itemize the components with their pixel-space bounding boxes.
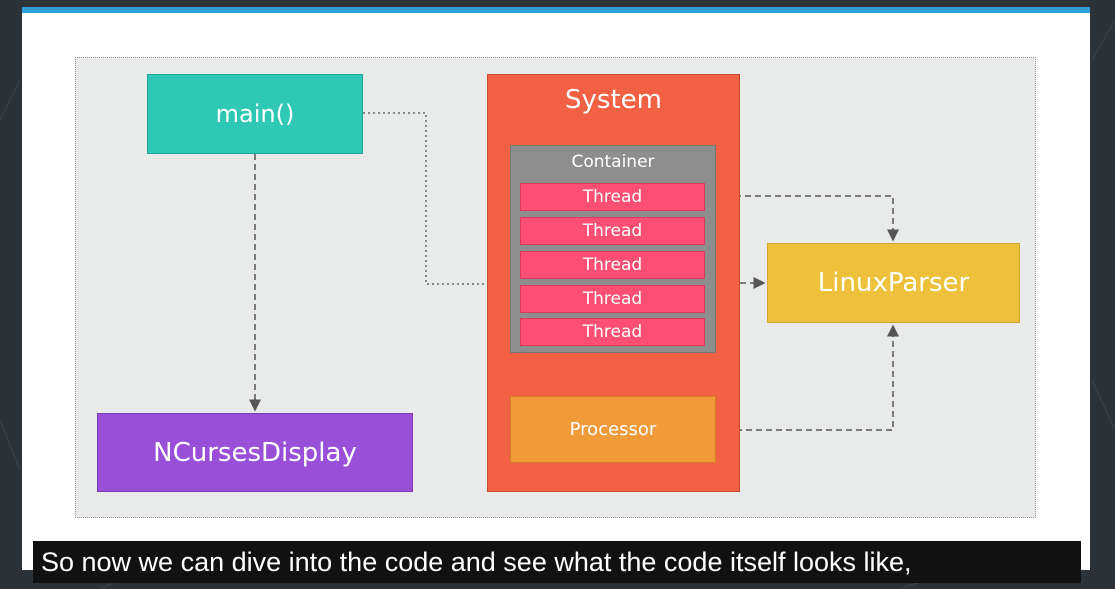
main-box: main() bbox=[147, 74, 363, 154]
thread-label: Thread bbox=[582, 221, 643, 241]
main-label: main() bbox=[215, 100, 295, 128]
thread-box: Thread bbox=[520, 251, 705, 279]
processor-box: Processor bbox=[510, 396, 716, 463]
ncurses-display-box: NCursesDisplay bbox=[97, 413, 413, 492]
thread-label: Thread bbox=[582, 255, 643, 275]
ncurses-label: NCursesDisplay bbox=[153, 437, 357, 468]
thread-label: Thread bbox=[582, 187, 643, 207]
linux-parser-label: LinuxParser bbox=[817, 268, 970, 298]
subtitle-caption: So now we can dive into the code and see… bbox=[33, 541, 1081, 583]
linux-parser-box: LinuxParser bbox=[767, 243, 1020, 323]
container-label: Container bbox=[571, 152, 655, 172]
thread-box: Thread bbox=[520, 183, 705, 211]
processor-label: Processor bbox=[569, 419, 657, 440]
thread-box: Thread bbox=[520, 318, 705, 346]
thread-box: Thread bbox=[520, 285, 705, 313]
thread-box: Thread bbox=[520, 217, 705, 245]
thread-label: Thread bbox=[582, 322, 643, 342]
system-label: System bbox=[565, 85, 662, 115]
thread-label: Thread bbox=[582, 289, 643, 309]
